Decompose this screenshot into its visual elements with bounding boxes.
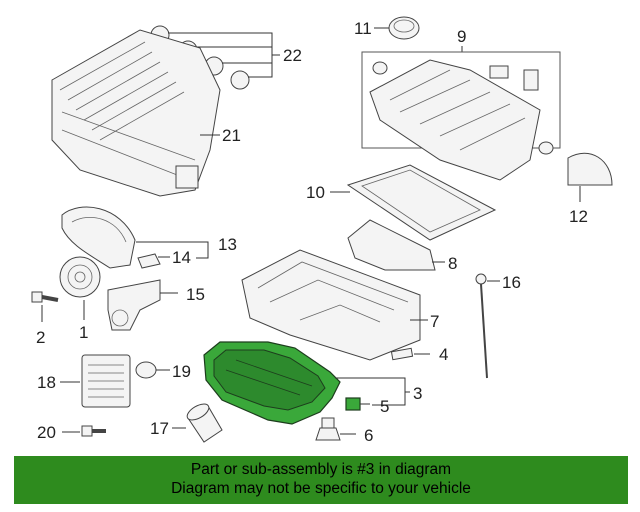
callout-1: 1 [79, 323, 88, 342]
callout-8: 8 [448, 254, 457, 273]
callout-22: 22 [283, 46, 302, 65]
lower-oil-pan-highlighted[interactable]: 3 [203, 341, 422, 425]
oil-cooler: 18 [37, 354, 131, 408]
callout-6: 6 [364, 426, 373, 445]
callout-16: 16 [502, 273, 521, 292]
callout-18: 18 [37, 373, 56, 392]
timing-cover: 12 [567, 152, 613, 226]
upper-cover: 13 14 [61, 206, 237, 269]
callout-11: 11 [354, 19, 372, 38]
intake-manifold: 21 [51, 29, 241, 197]
callout-21: 21 [222, 126, 241, 145]
oil-filter: 17 [150, 403, 223, 443]
upper-oil-pan: 7 [241, 249, 439, 361]
crank-pulley: 1 [59, 256, 101, 342]
callout-20: 20 [37, 423, 56, 442]
bolt-20: 20 [37, 423, 106, 442]
callout-9: 9 [457, 27, 466, 46]
tube-4: 4 [390, 345, 448, 364]
callout-10: 10 [306, 183, 325, 202]
banner-line-2: Diagram may not be specific to your vehi… [171, 480, 471, 497]
callout-17: 17 [150, 419, 169, 438]
bracket-15: 15 [107, 279, 205, 331]
callout-12: 12 [569, 207, 588, 226]
baffle: 8 [347, 219, 457, 273]
info-banner: Part or sub-assembly is #3 in diagram Di… [14, 456, 628, 504]
callout-14: 14 [172, 248, 191, 267]
dipstick: 16 [475, 273, 521, 379]
oil-filler-cap: 11 [354, 16, 420, 40]
o-ring: 19 [135, 361, 191, 381]
banner-line-1: Part or sub-assembly is #3 in diagram [190, 461, 452, 478]
callout-3: 3 [413, 384, 422, 403]
parts-diagram: 22 21 11 9 12 10 [31, 16, 613, 445]
cover-gasket: 10 [306, 164, 497, 241]
callout-4: 4 [439, 345, 448, 364]
oil-sensor: 6 [315, 417, 373, 445]
drain-plug-highlighted[interactable]: 5 [345, 397, 389, 416]
callout-5: 5 [380, 397, 389, 416]
bolt-2: 2 [31, 291, 59, 347]
callout-19: 19 [172, 362, 191, 381]
callout-13: 13 [218, 235, 237, 254]
callout-7: 7 [430, 312, 439, 331]
callout-2: 2 [36, 328, 45, 347]
callout-15: 15 [186, 285, 205, 304]
cylinder-head-cover: 9 [361, 27, 561, 181]
